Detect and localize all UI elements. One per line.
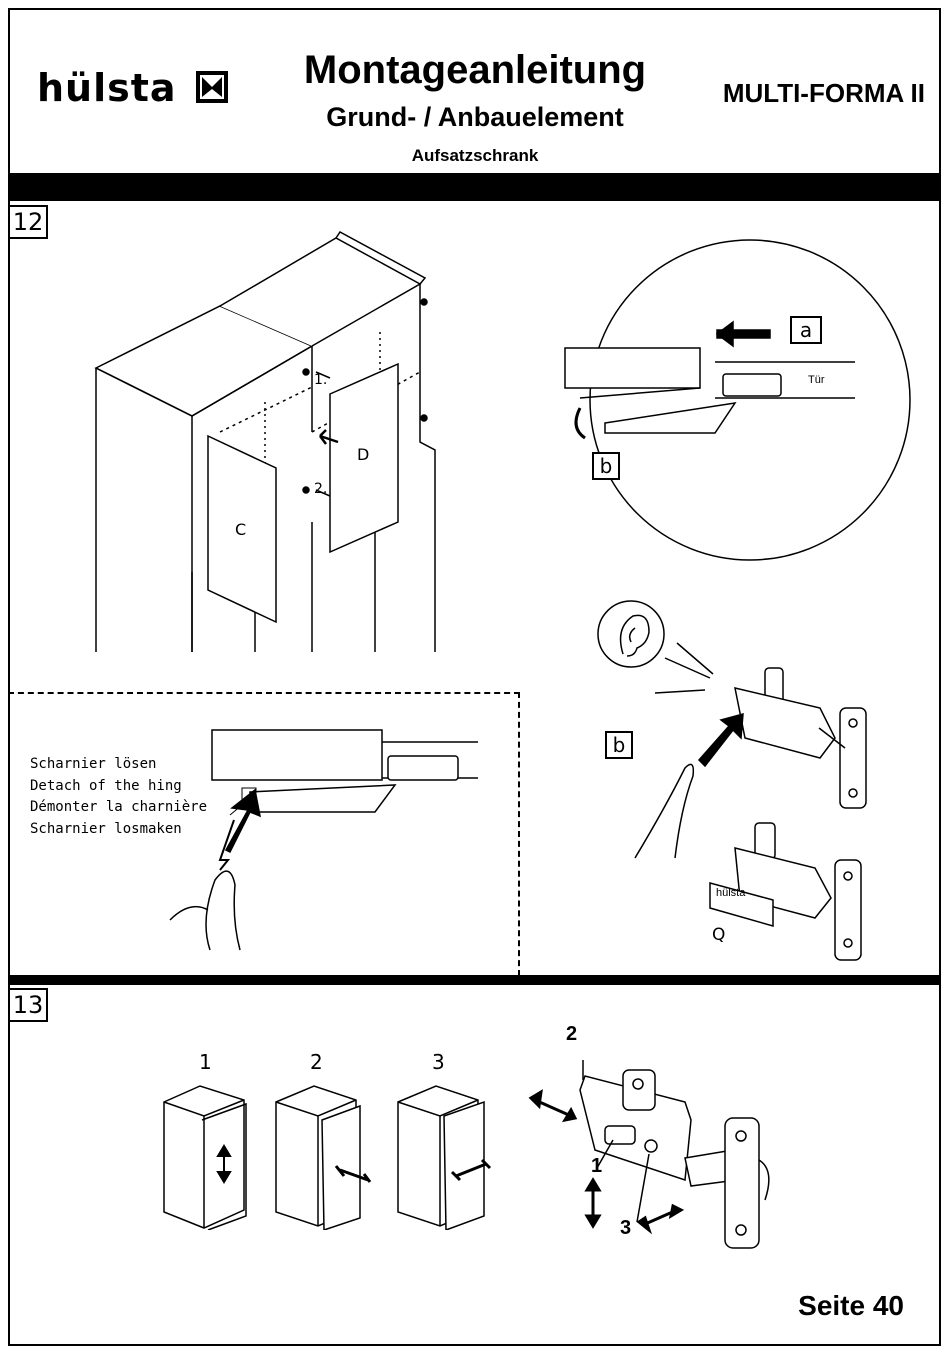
cabinet-illustration: [80, 222, 460, 657]
door-label-d: D: [357, 445, 369, 464]
step-13-number: 13: [8, 988, 48, 1022]
page-number: Seite 40: [798, 1290, 904, 1322]
page-subtitle: Grund- / Anbauelement: [250, 102, 700, 133]
header-divider-band: [8, 173, 941, 201]
hinge-step-1-label: 1.: [314, 372, 327, 388]
hinge-adjustment-illustration: [525, 1040, 795, 1255]
product-name: MULTI-FORMA II: [700, 78, 925, 109]
detail-label-b: b: [592, 452, 620, 480]
view-label-2: 2: [310, 1050, 323, 1074]
section-divider-band: [8, 975, 941, 985]
hinge-detail-circle: [555, 238, 940, 563]
hinge-click-illustration: [595, 598, 940, 970]
screw-label-3: 3: [620, 1217, 631, 1240]
ear-icon-circle: [598, 601, 664, 667]
brand-name: hülsta: [37, 66, 177, 110]
page-title: Montageanleitung: [250, 48, 700, 93]
view-label-3: 3: [432, 1050, 445, 1074]
brand-emblem-icon: [195, 70, 229, 104]
door-label-c: C: [235, 520, 246, 539]
door-word-label: Tür: [808, 374, 825, 386]
view-label-1: 1: [199, 1050, 212, 1074]
hinge-label-q: Q: [712, 925, 725, 945]
screw-label-1: 1: [591, 1155, 602, 1178]
brand-logo: hülsta: [37, 66, 229, 110]
hand-label-b: b: [605, 731, 633, 759]
hinge-step-2-label: 2.: [314, 481, 327, 497]
screw-label-2: 2: [566, 1023, 577, 1046]
door-adjustment-views: [160, 1080, 500, 1230]
page-subsubtitle: Aufsatzschrank: [250, 146, 700, 166]
step-12-number: 12: [8, 205, 48, 239]
detail-label-a: a: [790, 316, 822, 344]
detach-hinge-illustration: [160, 720, 490, 960]
hinge-brand-plate: hülsta: [716, 887, 745, 899]
